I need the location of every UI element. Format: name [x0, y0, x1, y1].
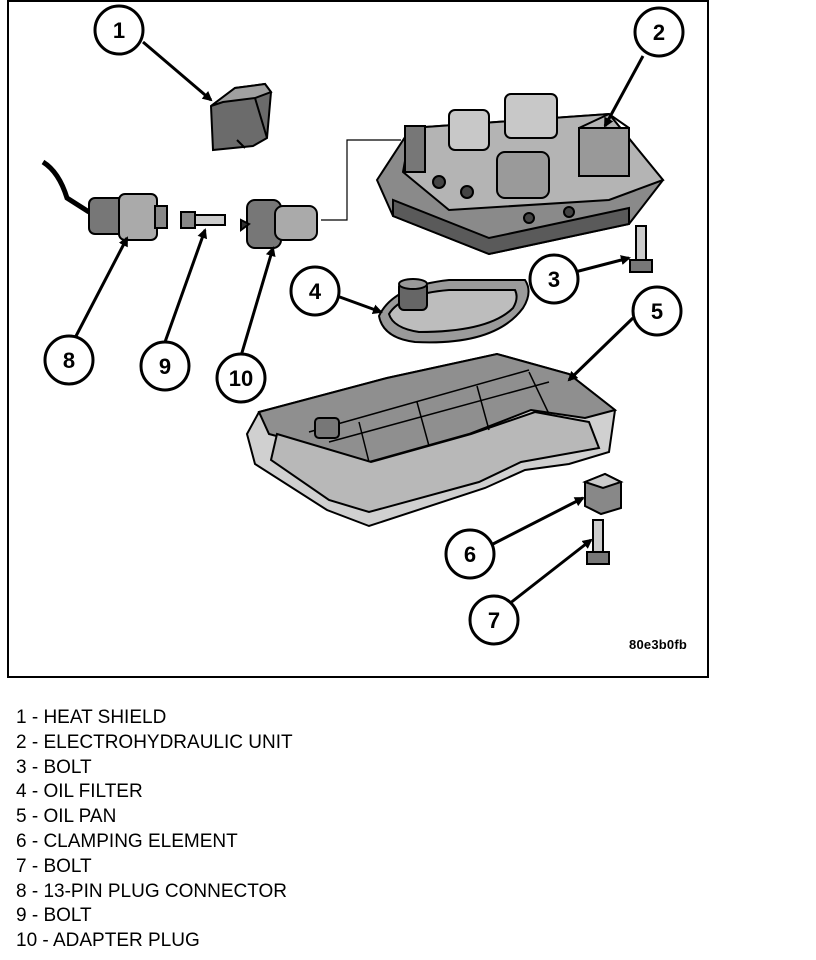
callout-8: 8	[43, 334, 95, 386]
callout-number: 5	[651, 299, 663, 324]
exploded-view-diagram: 1 2 3 4 5 6 7 8 9 10	[41, 4, 685, 646]
legend-item: 4 - OIL FILTER	[16, 781, 143, 803]
callout-number: 6	[464, 542, 476, 567]
parts-legend: 1 - HEAT SHIELD 2 - ELECTROHYDRAULIC UNI…	[16, 706, 293, 954]
callout-6: 6	[444, 528, 496, 580]
callout-5: 5	[631, 285, 683, 337]
bolt-7-part	[586, 519, 610, 565]
arrow-2	[603, 55, 645, 128]
arrow-3	[574, 255, 631, 274]
callout-circles: 1 2 3 4 5 6 7 8 9 10	[43, 4, 685, 646]
legend-item: 9 - BOLT	[16, 905, 92, 927]
callout-number: 10	[229, 366, 253, 391]
callout-number: 9	[159, 354, 171, 379]
plug-connector-part	[41, 159, 168, 241]
callout-number: 3	[548, 267, 560, 292]
callout-1: 1	[93, 4, 145, 56]
callout-number: 2	[653, 20, 665, 45]
oil-pan-part	[245, 352, 618, 528]
arrow-1	[142, 40, 213, 102]
callout-3: 3	[528, 253, 580, 305]
callout-10: 10	[215, 352, 267, 404]
callout-9: 9	[139, 340, 191, 392]
legend-item: 10 - ADAPTER PLUG	[16, 930, 200, 952]
heat-shield-part	[209, 82, 273, 152]
bolt-9-part	[180, 211, 226, 229]
callout-number: 8	[63, 348, 75, 373]
callout-2: 2	[633, 6, 685, 58]
arrow-6	[492, 496, 585, 546]
diagram-frame: 1 2 3 4 5 6 7 8 9 10 80e3b0fb	[7, 0, 709, 678]
legend-item: 8 - 13-PIN PLUG CONNECTOR	[16, 880, 287, 902]
legend-item: 1 - HEAT SHIELD	[16, 707, 167, 728]
legend-item: 6 - CLAMPING ELEMENT	[16, 830, 238, 852]
callout-7: 7	[468, 594, 520, 646]
legend-item: 2 - ELECTROHYDRAULIC UNIT	[16, 731, 293, 753]
arrow-7	[508, 538, 593, 606]
legend-item: 5 - OIL PAN	[16, 806, 117, 828]
arrow-9	[163, 228, 208, 343]
clamping-element-part	[582, 472, 624, 516]
arrow-5	[567, 316, 635, 382]
connector-leader-line	[321, 139, 401, 221]
arrow-8	[73, 236, 129, 339]
callout-number: 4	[309, 279, 322, 304]
oil-filter-part	[377, 278, 530, 344]
electrohydraulic-unit-part	[375, 93, 665, 256]
bolt-3-part	[629, 225, 653, 273]
legend-item: 3 - BOLT	[16, 756, 92, 778]
arrow-10	[239, 246, 276, 357]
arrow-4	[336, 294, 383, 314]
callout-number: 7	[488, 608, 500, 633]
callout-number: 1	[113, 18, 125, 43]
callout-arrows	[73, 40, 645, 606]
adapter-plug-part	[240, 199, 318, 249]
figure-id-label: 80e3b0fb	[629, 637, 687, 652]
callout-4: 4	[289, 265, 341, 317]
legend-item: 7 - BOLT	[16, 855, 92, 877]
